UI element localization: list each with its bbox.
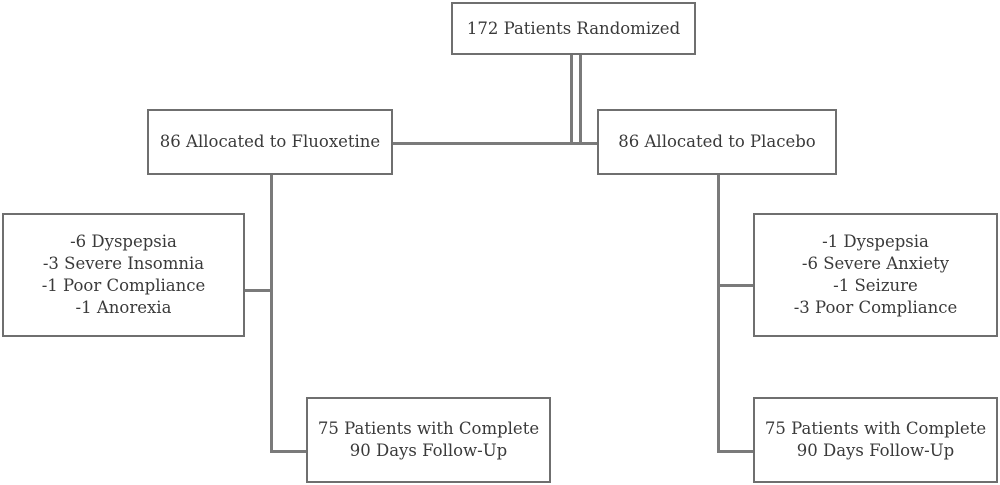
right-arm-trunk (717, 175, 720, 452)
fluoxetine-allocation-box: 86 Allocated to Fluoxetine (147, 109, 393, 175)
placebo-allocation-label: 86 Allocated to Placebo (618, 132, 816, 151)
right-exclusion-branch (717, 284, 755, 287)
placebo-exclusion-box: -1 Dyspepsia -6 Severe Anxiety -1 Seizur… (753, 213, 998, 337)
allocation-connector (393, 142, 598, 145)
placebo-completion-line: 75 Patients with Complete (764, 419, 987, 438)
right-completion-branch (717, 450, 755, 453)
placebo-exclusion-line: -1 Seizure (833, 276, 918, 295)
fluoxetine-completion-box: 75 Patients with Complete 90 Days Follow… (306, 397, 551, 483)
fluoxetine-exclusion-line: -3 Severe Insomnia (42, 254, 205, 273)
fluoxetine-completion-line: 75 Patients with Complete (317, 419, 540, 438)
left-completion-branch (270, 450, 308, 453)
placebo-exclusion-line: -1 Dyspepsia (822, 232, 929, 251)
fluoxetine-exclusion-line: -1 Anorexia (75, 298, 172, 317)
placebo-exclusion-line: -3 Poor Compliance (793, 298, 958, 317)
placebo-allocation-box: 86 Allocated to Placebo (597, 109, 837, 175)
fluoxetine-exclusion-box: -6 Dyspepsia -3 Severe Insomnia -1 Poor … (2, 213, 245, 337)
placebo-completion-line: 90 Days Follow-Up (796, 441, 955, 460)
fluoxetine-allocation-label: 86 Allocated to Fluoxetine (159, 132, 381, 151)
left-arm-trunk (270, 175, 273, 452)
fluoxetine-exclusion-line: -6 Dyspepsia (70, 232, 177, 251)
randomized-box: 172 Patients Randomized (451, 2, 696, 55)
left-exclusion-branch (243, 289, 273, 292)
placebo-completion-box: 75 Patients with Complete 90 Days Follow… (753, 397, 998, 483)
placebo-exclusion-line: -6 Severe Anxiety (801, 254, 950, 273)
top-connector-right (579, 55, 582, 144)
randomized-label: 172 Patients Randomized (466, 18, 681, 38)
top-connector-left (570, 55, 573, 144)
fluoxetine-exclusion-line: -1 Poor Compliance (41, 276, 206, 295)
fluoxetine-completion-line: 90 Days Follow-Up (349, 441, 508, 460)
